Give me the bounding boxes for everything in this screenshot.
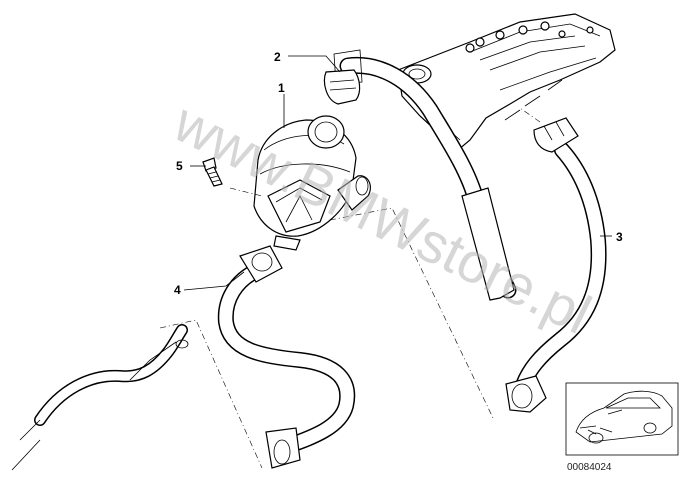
assembly-lines	[159, 107, 541, 469]
leader-lines	[183, 55, 612, 291]
hose-3	[505, 117, 607, 413]
oil-separator	[253, 115, 371, 251]
hose-4	[217, 245, 356, 469]
callout-3: 3	[616, 230, 623, 244]
vehicle-thumbnail	[565, 382, 679, 456]
dipstick-tube	[11, 324, 189, 471]
callout-5: 5	[176, 159, 183, 173]
diagram-code: 00084024	[567, 462, 612, 473]
callout-2: 2	[274, 50, 281, 64]
bolt-5	[202, 157, 223, 187]
callout-4: 4	[174, 283, 181, 297]
hose-2	[323, 49, 517, 301]
callout-1: 1	[278, 81, 285, 95]
cylinder-head-cover	[397, 13, 616, 151]
